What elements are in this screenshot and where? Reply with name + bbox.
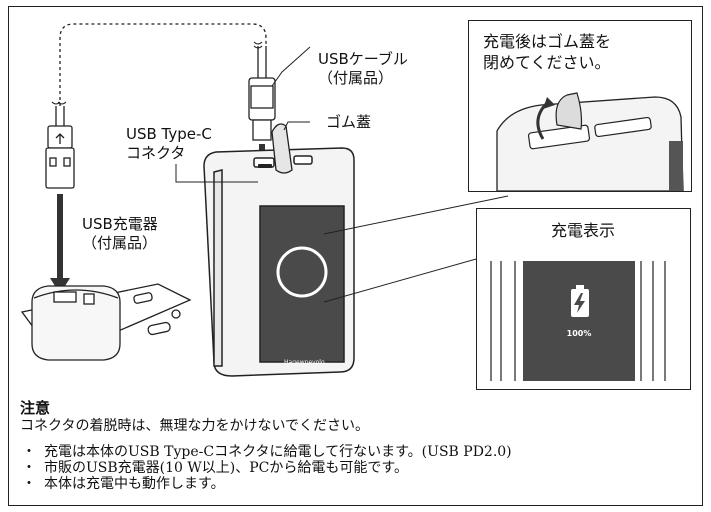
- rubber-cap: [271, 123, 293, 174]
- label-rubber-cap: ゴム蓋: [326, 113, 372, 131]
- charge-percent: 100%: [566, 329, 592, 338]
- leader-lines: [175, 46, 311, 183]
- label-usb-cable-line1: USBケーブル: [318, 50, 408, 68]
- charging-illustration: Hagewnevolo: [20, 23, 509, 377]
- usb-charger: [31, 285, 121, 361]
- battery-icon: [571, 285, 589, 317]
- cable-loop: [59, 23, 267, 106]
- cable-left: [55, 106, 65, 126]
- label-usb-cable: USBケーブル （付属品）: [318, 50, 408, 88]
- label-connector-line2: コネクタ: [126, 144, 186, 162]
- cable-right: [257, 46, 267, 78]
- device-led-ring: [276, 246, 328, 298]
- usb-c-plug: [248, 77, 276, 141]
- caution-section: 注意 コネクタの着脱時は、無理な力をかけないでください。 充電は本体のUSB T…: [20, 399, 700, 492]
- usb-a-plug: [45, 125, 75, 189]
- figure-frame: [8, 6, 703, 506]
- label-usb-charger-line1: USB充電器: [82, 215, 158, 233]
- inset-charge-display-title: 充電表示: [551, 221, 616, 240]
- label-connector: USB Type-C コネクタ: [126, 125, 212, 163]
- device-body: [203, 147, 355, 377]
- caution-bullets: 充電は本体のUSB Type-Cコネクタに給電して行ないます。(USB PD2.…: [20, 444, 700, 492]
- inset-charge-display: 充電表示 100%: [476, 208, 691, 390]
- device-brand: Hagewnevolo: [284, 359, 325, 366]
- label-usb-cable-line2: （付属品）: [318, 69, 394, 87]
- caution-heading: 注意: [20, 399, 51, 417]
- label-usb-charger: USB充電器 （付属品）: [82, 215, 158, 253]
- caution-text: コネクタの着脱時は、無理な力をかけないでください。: [20, 418, 370, 434]
- inset-close-cap: 充電後はゴム蓋を 閉めてください。: [468, 20, 692, 192]
- inset-close-cap-text: 充電後はゴム蓋を 閉めてください。: [483, 31, 611, 73]
- caution-bullet-1: 充電は本体のUSB Type-Cコネクタに給電して行ないます。(USB PD2.…: [20, 444, 700, 460]
- device-screen: [259, 205, 345, 363]
- label-connector-line1: USB Type-C: [126, 125, 212, 143]
- caution-bullet-2: 市販のUSB充電器(10 W以上)、PCから給電も可能です。: [20, 460, 700, 476]
- caution-bullet-3: 本体は充電中も動作します。: [20, 476, 700, 492]
- charge-display-illustration: [490, 261, 666, 381]
- label-usb-charger-line2: （付属品）: [82, 234, 158, 252]
- inset-close-cap-line2: 閉めてください。: [483, 53, 611, 72]
- inset-close-cap-line1: 充電後はゴム蓋を: [483, 32, 612, 51]
- inset-close-cap-illustration: [496, 92, 684, 191]
